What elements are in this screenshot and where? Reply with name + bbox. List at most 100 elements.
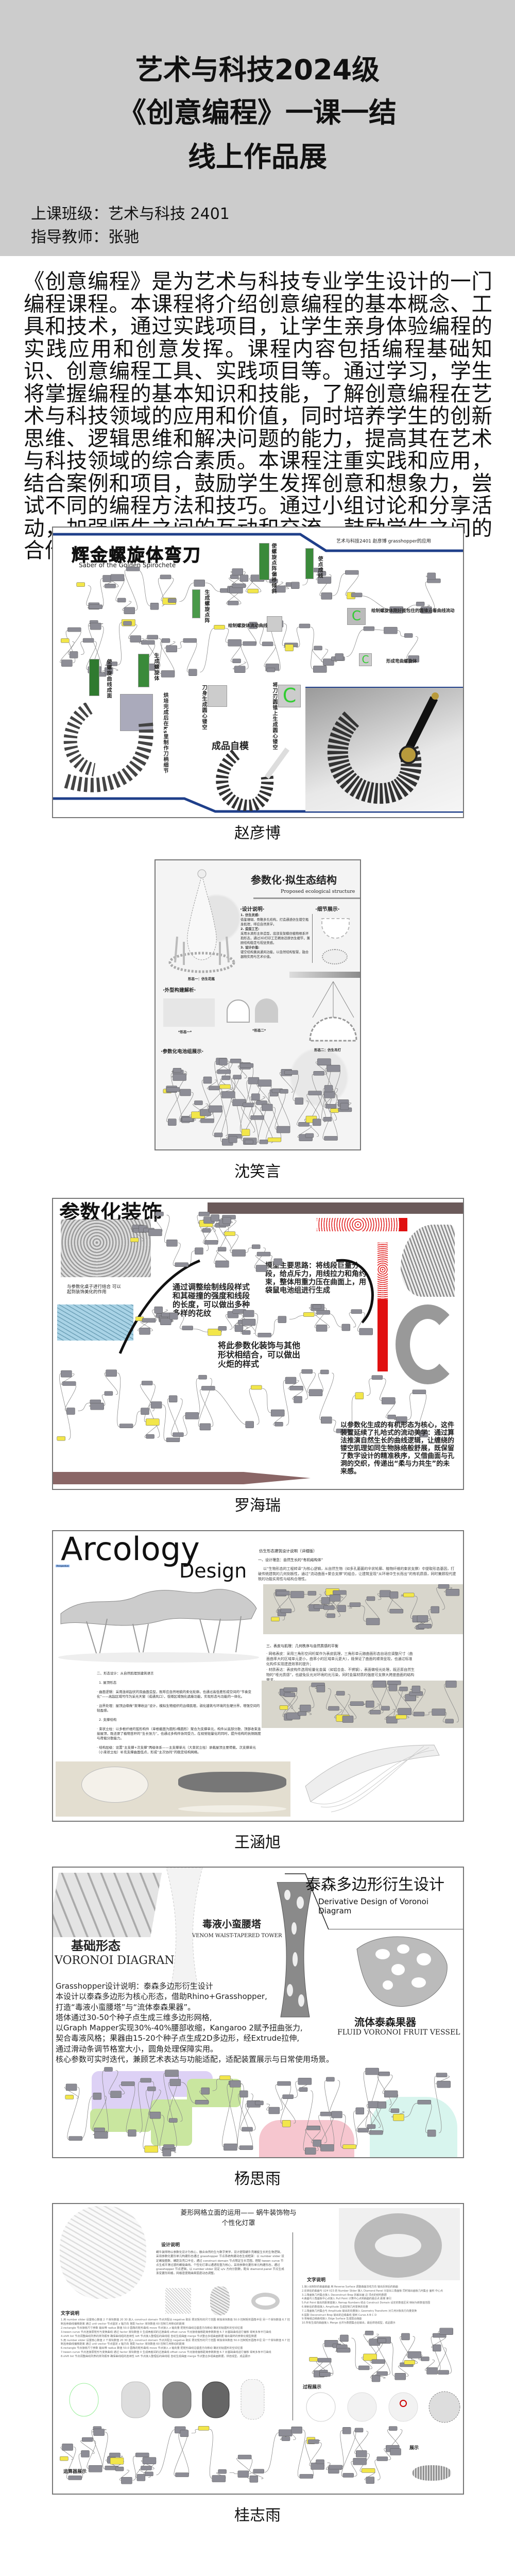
blade-final-render <box>305 688 463 811</box>
step-text: 2.rectangle 节点接收尺寸参数 输出带 radius 数值 50.0 … <box>61 2326 243 2330</box>
sec2-sub1: 1. 屋顶形态 <box>99 1681 117 1685</box>
node-component <box>389 606 404 614</box>
work-panel-5[interactable]: 泰森多边形衍生设计 Derivative Design of Voronoi D… <box>52 1867 464 2158</box>
node-component <box>421 606 432 614</box>
node-component <box>245 1421 254 1428</box>
node-graph-canvas <box>271 1584 460 1630</box>
node-component <box>438 1584 450 1589</box>
node-wire <box>349 1312 356 1328</box>
node-component <box>309 2357 318 2362</box>
node-wire <box>377 1593 382 1600</box>
viewport-tag: Perspective <box>56 1565 70 1567</box>
node-component <box>280 1608 292 1614</box>
work-panel-3[interactable]: 参数化装饰 与参数化桌子进行结合 可以起到装饰美化的作用 通过调整绘制线段样式和… <box>52 1198 464 1490</box>
node-component <box>65 2095 74 2099</box>
node-component <box>173 1067 182 1073</box>
form2-label: *形态二* <box>252 1028 266 1032</box>
node-wire <box>59 1373 71 1440</box>
node-component <box>147 2087 156 2091</box>
node-wire <box>239 1066 254 1133</box>
node-graph <box>135 1302 383 1343</box>
note-text: 借鉴珊瑚、骨骼多孔结构，打造通透仿生镂空瓶身肌理，呼应自然美学。 <box>241 918 309 926</box>
node-component <box>386 1716 398 1724</box>
node-wire <box>410 1596 418 1619</box>
step-label: 绘制螺旋体刚好能包住的圆锥沿着曲线流动 <box>371 608 455 614</box>
node-component <box>445 1589 460 1596</box>
node-wire <box>163 2073 177 2148</box>
curved-spiral-preview: C <box>347 608 366 625</box>
lampshade-preview <box>210 2286 230 2315</box>
sec2-p3: · 束状立柱：以多根纤维的弧形构件（单根截面为圆形/椭圆形）聚合为支撑单元，构件… <box>97 1727 261 1740</box>
node-wire <box>404 2103 418 2117</box>
node-component <box>336 1429 350 1433</box>
node-component <box>227 601 239 605</box>
node-component <box>115 2466 124 2471</box>
node-component <box>363 626 375 631</box>
node-wire <box>200 1389 214 1427</box>
node-wire <box>325 2462 331 2470</box>
node-component <box>242 1318 256 1326</box>
node-component <box>68 2136 82 2141</box>
node-wire <box>143 2081 154 2149</box>
node-graph <box>157 1056 360 1149</box>
node-wire <box>262 1388 271 1413</box>
node-graph <box>58 565 460 616</box>
node-wire <box>303 2090 313 2151</box>
spiral-preview <box>305 548 314 579</box>
node-wire <box>196 1378 200 1416</box>
node-component <box>284 1070 298 1075</box>
desc-line: 打造“毒液小蛮腰塔”与“流体泰森果器”。 <box>56 2002 196 2012</box>
node-component <box>182 1326 193 1330</box>
node-component <box>308 1389 323 1396</box>
node-wire <box>254 1313 259 1336</box>
work-panel-2[interactable]: 参数化·拟生态结构 Proposed ecological structure … <box>154 859 361 1150</box>
node-component <box>217 1247 227 1251</box>
step-label: 形成弯曲螺旋体 <box>386 659 417 664</box>
node-component <box>175 1262 188 1267</box>
node-component <box>408 655 420 663</box>
step-text: 4.shift list 节点调整曲线列表的排列顺序 确保曲线组的连续性 lof… <box>61 2334 257 2338</box>
blade-hollow-preview: C <box>278 685 301 707</box>
node-component <box>110 574 125 582</box>
work-panel-6[interactable]: 菱形网格立面的运用—— 蜗牛装饰物与 个性化灯罩 设计说明 蜗牛装饰物以参数化设… <box>52 2203 464 2495</box>
node-wire <box>161 578 174 601</box>
tower-title: 毒液小蛮腰塔 <box>202 1919 262 1930</box>
note-text: 镂空结构兼具通风功能，以自然结构智慧，融合器物实用与艺术价值。 <box>241 951 309 959</box>
node-component <box>251 1093 260 1101</box>
bionic-lamp-render <box>309 981 357 1042</box>
brown-arrow-bar <box>53 1472 311 1484</box>
node-component <box>195 1247 203 1255</box>
node-wire <box>347 1605 352 1609</box>
node-component <box>104 667 113 674</box>
work-panel-4[interactable]: Arcology Design Perspective 仿生形态建筑设计说明（详… <box>52 1530 464 1822</box>
node-component <box>336 2348 351 2353</box>
node-wire <box>312 1074 327 1123</box>
node-wire <box>347 1395 355 1432</box>
node-wire <box>305 2128 319 2151</box>
node-wire <box>60 641 75 664</box>
node-wire <box>357 1312 365 1332</box>
node-component <box>349 1602 361 1607</box>
student-name: 王涵旭 <box>234 1834 281 1852</box>
node-component <box>326 2077 335 2082</box>
node-wire <box>225 628 229 643</box>
node-wire <box>237 2083 244 2149</box>
node-graph <box>58 2426 408 2487</box>
work-panel-1[interactable]: 辉金螺旋体弯刀 Saber of the Golden Spirochete 艺… <box>52 527 464 818</box>
node-component <box>249 622 258 629</box>
node-component <box>372 1681 386 1688</box>
node-component <box>211 1214 219 1222</box>
node-component <box>384 2090 398 2098</box>
node-component <box>327 1064 340 1072</box>
node-component <box>90 1403 104 1410</box>
node-wire <box>92 2095 107 2131</box>
node-component <box>180 2430 189 2437</box>
node-wire <box>251 2472 264 2479</box>
group-blob-green <box>151 2099 192 2146</box>
node-component <box>340 1103 349 1110</box>
step-label: 生成螺旋点阵 <box>203 589 209 623</box>
node-wire <box>278 1092 290 1130</box>
blade-render-model <box>216 748 290 811</box>
node-wire <box>309 1685 315 1708</box>
node-component <box>316 1325 328 1332</box>
